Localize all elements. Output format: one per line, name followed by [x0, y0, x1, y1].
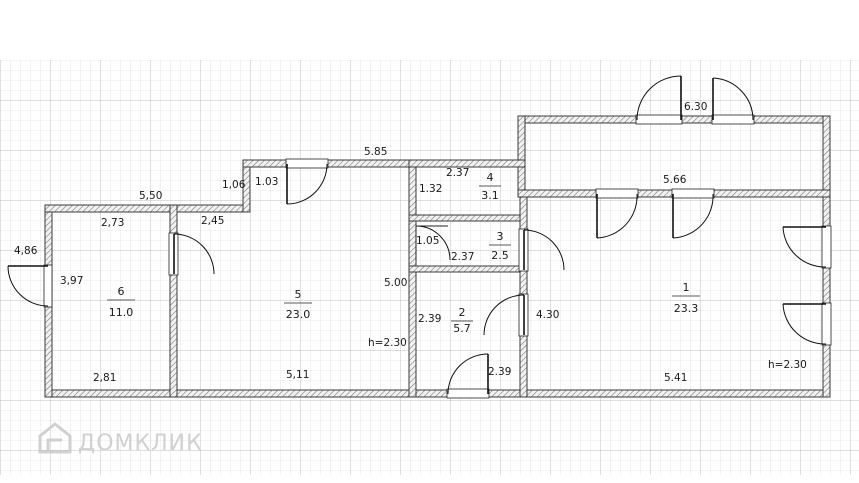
room-number: 4 [487, 171, 494, 184]
door-room1-right-lower [782, 302, 832, 346]
dim-label: 3,97 [60, 275, 83, 287]
room-area: 23.0 [286, 308, 311, 321]
room-label-1: 1 23.3 [672, 281, 700, 315]
closet-room3 [415, 225, 451, 261]
room-number: 6 [118, 285, 125, 298]
room-number: 5 [295, 288, 302, 301]
dim-label: 2,73 [101, 217, 124, 229]
room-label-4: 4 3.1 [479, 171, 501, 202]
room-label-6: 6 11.0 [107, 285, 135, 319]
dim-label: 1,06 [222, 179, 246, 191]
room-area: 11.0 [109, 306, 134, 319]
door-room2-side [483, 293, 529, 337]
room-area: 23.3 [674, 302, 699, 315]
dimension-labels: 5.85 5,50 1,06 1.03 2,73 2,45 4,86 3,97 … [14, 101, 807, 384]
watermark-text: ДОМКЛИК [78, 431, 203, 456]
dim-label: 5.66 [663, 174, 687, 186]
watermark: ДОМКЛИК [38, 422, 203, 456]
dim-label: 2.37 [451, 251, 474, 263]
door-room1-top-right [671, 188, 715, 239]
room-area: 5.7 [453, 322, 471, 335]
dim-label: 4.30 [536, 309, 559, 321]
dim-label: 5,50 [139, 190, 162, 202]
door-room1-top-left [595, 188, 639, 239]
dim-label: 4,86 [14, 245, 38, 257]
room-label-3: 3 2.5 [489, 230, 511, 262]
dim-label: 5.00 [384, 277, 407, 289]
room-label-2: 2 5.7 [451, 306, 473, 335]
height-label: h=2.30 [768, 359, 807, 371]
dim-label: 2.39 [418, 313, 441, 325]
room-area: 3.1 [481, 189, 499, 202]
room-area: 2.5 [491, 249, 509, 262]
house-logo-icon [38, 422, 72, 454]
door-room3 [518, 228, 565, 272]
dim-label: 5.85 [364, 146, 387, 158]
door-corridor-top-left [635, 75, 683, 125]
dim-label: 6.30 [684, 101, 707, 113]
room-number: 3 [497, 230, 504, 243]
door-room1-right-upper [782, 225, 832, 269]
door-room2-bottom [446, 353, 490, 399]
room-labels: 1 23.3 2 5.7 3 2.5 4 3.1 5 23.0 6 11.0 [107, 171, 700, 335]
door-room5-top [285, 158, 329, 205]
dim-label: 1.03 [255, 176, 278, 188]
dim-label: 1.32 [419, 183, 442, 195]
height-label: h=2.30 [368, 337, 407, 349]
dim-label: 2,81 [93, 372, 116, 384]
door-room6-exterior [7, 264, 53, 308]
dim-label: 1.05 [416, 235, 439, 247]
door-corridor-top-right [711, 77, 755, 125]
dim-label: 2.39 [488, 366, 511, 378]
dim-label: 5.41 [664, 372, 687, 384]
room-label-5: 5 23.0 [284, 288, 312, 321]
dim-label: 2,45 [201, 215, 224, 227]
room-number: 1 [683, 281, 690, 294]
dim-label: 5,11 [286, 369, 309, 381]
room-number: 2 [459, 306, 466, 319]
doors [7, 75, 832, 399]
door-room6-room5 [168, 232, 215, 276]
dim-label: 2.37 [446, 167, 469, 179]
